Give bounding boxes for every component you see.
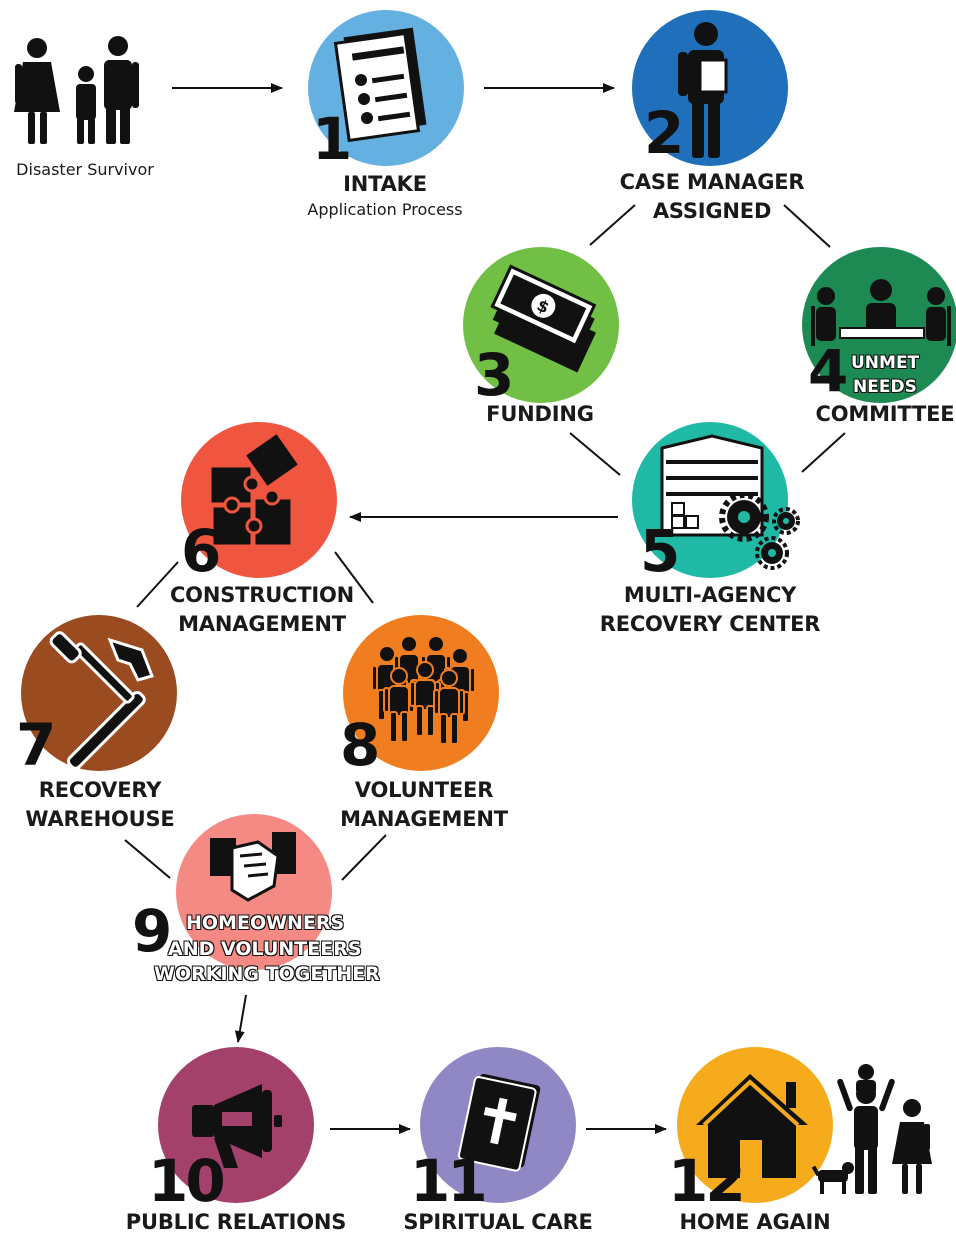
step-7-title-line-1: RECOVERY: [38, 778, 162, 802]
step-5-title-line-2: RECOVERY CENTER: [599, 612, 821, 636]
handshake-icon: [210, 832, 296, 902]
step-6-title-line-1: CONSTRUCTION: [169, 583, 355, 607]
step-12-number: 12: [668, 1147, 746, 1215]
step-2-node: [632, 10, 788, 166]
step-2-title: CASE MANAGER ASSIGNED: [592, 168, 832, 226]
line-case-manager-to-committee: [783, 204, 831, 248]
step-7-node: [21, 615, 177, 771]
step-9-title-line-1: HOMEOWNERS: [186, 912, 345, 934]
step-7-number: 7: [16, 711, 56, 779]
step-11-node: [420, 1047, 576, 1203]
step-6-title: CONSTRUCTION MANAGEMENT: [150, 581, 374, 639]
step-5-title-line-1: MULTI-AGENCY: [623, 583, 797, 607]
clipboard-checklist-icon: [333, 27, 427, 143]
case-manager-person-icon: [678, 22, 728, 158]
bible-icon: [457, 1073, 541, 1172]
step-11-number: 11: [410, 1147, 488, 1215]
step-1-number: 1: [312, 105, 352, 173]
step-12-title: HOME AGAIN: [679, 1210, 831, 1234]
step-10-number: 10: [148, 1147, 226, 1215]
step-3-title: FUNDING: [486, 402, 594, 426]
step-9-title-line-3: WORKING TOGETHER: [154, 963, 380, 985]
megaphone-icon: [192, 1084, 282, 1168]
step-4-title-line-3: COMMITTEE: [815, 402, 955, 426]
survivor-family-icon: [14, 36, 139, 144]
step-3-node: $: [463, 247, 619, 403]
step-8-number: 8: [340, 711, 380, 779]
step-4-number: 4: [808, 337, 848, 405]
step-11-title: SPIRITUAL CARE: [403, 1210, 593, 1234]
step-1-node: [308, 10, 464, 166]
step-3-number: 3: [474, 341, 514, 409]
step-4-node: [802, 247, 956, 403]
happy-family-icon: [811, 1064, 932, 1194]
arrow-partnership-to-public-relations: [234, 994, 247, 1043]
step-6-number: 6: [181, 517, 221, 585]
step-4-title-line-1: UNMET: [851, 353, 920, 373]
step-5-node: [632, 422, 800, 578]
line-construction-to-warehouse: [136, 561, 179, 608]
step-1-title: INTAKE: [343, 172, 427, 196]
money-stack-icon: $: [490, 264, 597, 373]
line-committee-to-recovery-center: [801, 432, 846, 473]
step-2-number: 2: [644, 99, 684, 167]
puzzle-icon: [208, 431, 301, 548]
step-10-title: PUBLIC RELATIONS: [125, 1210, 347, 1234]
step-4-title-line-2: NEEDS: [853, 377, 917, 397]
step-5-title: MULTI-AGENCY RECOVERY CENTER: [582, 581, 838, 639]
connectors: [124, 83, 846, 1134]
line-case-manager-to-funding: [589, 204, 636, 246]
line-volunteer-to-partnership: [341, 834, 387, 881]
warehouse-gears-icon: [660, 434, 800, 570]
step-9-title-line-2: AND VOLUNTEERS: [168, 938, 362, 960]
step-8-title: VOLUNTEER MANAGEMENT: [320, 776, 528, 834]
step-9-node: [176, 814, 332, 970]
committee-meeting-icon: [811, 279, 951, 346]
step-6-node: [181, 422, 337, 578]
step-8-title-line-1: VOLUNTEER: [354, 778, 494, 802]
line-warehouse-to-partnership: [124, 839, 171, 879]
step-5-number: 5: [640, 517, 680, 585]
step-2-title-line-2: ASSIGNED: [652, 199, 772, 223]
step-7-title: RECOVERY WAREHOUSE: [8, 776, 192, 834]
line-construction-to-volunteer: [334, 551, 374, 604]
step-7-title-line-2: WAREHOUSE: [25, 807, 175, 831]
step-10-node: [158, 1047, 314, 1203]
step-2-title-line-1: CASE MANAGER: [619, 170, 805, 194]
step-12-node: [677, 1047, 833, 1203]
step-6-title-line-2: MANAGEMENT: [178, 612, 346, 636]
line-funding-to-recovery-center: [569, 432, 621, 476]
hammer-screwdriver-icon: [49, 631, 154, 770]
step-9-number: 9: [132, 897, 172, 965]
step-8-node: [343, 615, 499, 771]
survivor-label: Disaster Survivor: [16, 160, 154, 179]
step-8-title-line-2: MANAGEMENT: [340, 807, 508, 831]
house-icon: [696, 1074, 808, 1178]
step-1-subtitle: Application Process: [307, 200, 463, 219]
